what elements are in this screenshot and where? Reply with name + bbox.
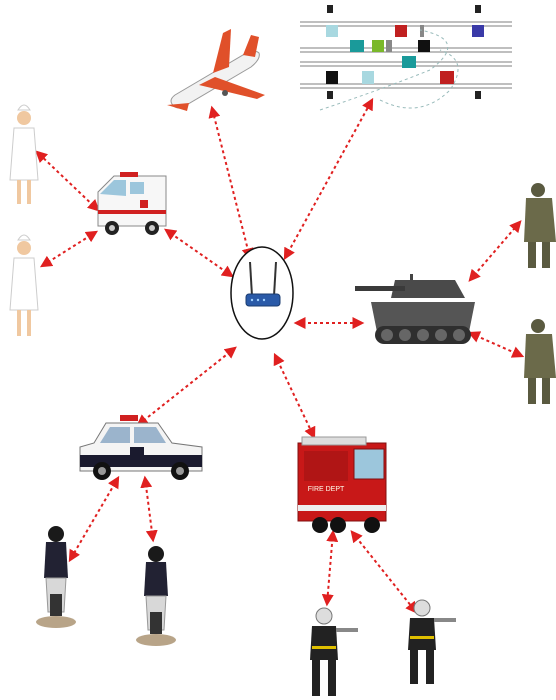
nurse-icon [9, 234, 39, 336]
link-police-moto2 [140, 475, 158, 543]
link-tank-soldier2 [467, 331, 525, 358]
soldier-icon [524, 183, 556, 268]
airplane-icon [167, 29, 265, 111]
wireless-router-icon [245, 261, 281, 307]
links [35, 97, 525, 614]
link-router-airplane [208, 105, 254, 261]
link-router-firetruck [273, 352, 316, 440]
link-router-ambulance [164, 228, 234, 278]
link-police-moto1 [68, 475, 120, 563]
tank-icon [355, 274, 475, 344]
firefighter-icon [310, 607, 358, 696]
fire-truck-icon: FIRE DEPT [297, 436, 387, 533]
link-firetruck-ff2 [350, 530, 418, 614]
soldier-icon [524, 319, 556, 404]
nurse-icon [9, 104, 39, 204]
police-motorcycle-icon [136, 546, 176, 646]
police-car-icon [79, 415, 203, 480]
ambulance-icon [97, 172, 167, 235]
link-ambulance-nurse1 [35, 150, 100, 212]
railway-map-icon [300, 2, 515, 111]
link-router-rail [283, 97, 374, 261]
link-ambulance-nurse2 [39, 230, 99, 268]
router [230, 246, 294, 340]
police-motorcycle-icon [36, 526, 76, 628]
fire-truck-label: FIRE DEPT [308, 486, 345, 493]
link-firetruck-ff1 [321, 529, 339, 607]
link-router-police [136, 346, 237, 427]
link-tank-soldier1 [468, 220, 522, 282]
firefighter-icon [408, 599, 456, 684]
